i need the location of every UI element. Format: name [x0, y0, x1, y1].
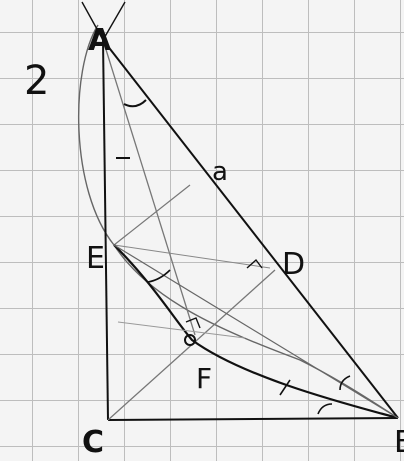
label-f: F: [196, 362, 212, 395]
right-angle-d: [246, 258, 263, 269]
tick-fb: [279, 379, 291, 396]
circle-arc: [77, 24, 399, 419]
label-e: E: [86, 241, 105, 276]
angle-arc-b2: [317, 403, 333, 415]
problem-number: 2: [24, 58, 49, 104]
side-ab: [102, 39, 399, 419]
angle-arc-e: [147, 269, 171, 283]
angle-arc-b1: [339, 375, 351, 391]
line-ef-b: [113, 244, 399, 420]
side-cb: [107, 417, 399, 421]
label-b: B: [394, 425, 404, 460]
a-extension-left: [81, 1, 104, 41]
side-label-ab: a: [212, 157, 228, 187]
label-c: C: [82, 425, 104, 460]
angle-arc-a: [123, 99, 147, 108]
line-eb: [113, 244, 399, 419]
right-angle-f: [185, 317, 201, 329]
point-f: [184, 334, 196, 346]
line-ed: [113, 244, 271, 269]
perpendicular-e-to-ab: [113, 184, 191, 246]
line-af: [102, 39, 196, 336]
line-helper: [117, 321, 246, 339]
side-ac: [102, 39, 109, 421]
a-extension-right: [102, 1, 126, 41]
label-d: D: [282, 247, 305, 282]
label-a: A: [88, 23, 112, 58]
